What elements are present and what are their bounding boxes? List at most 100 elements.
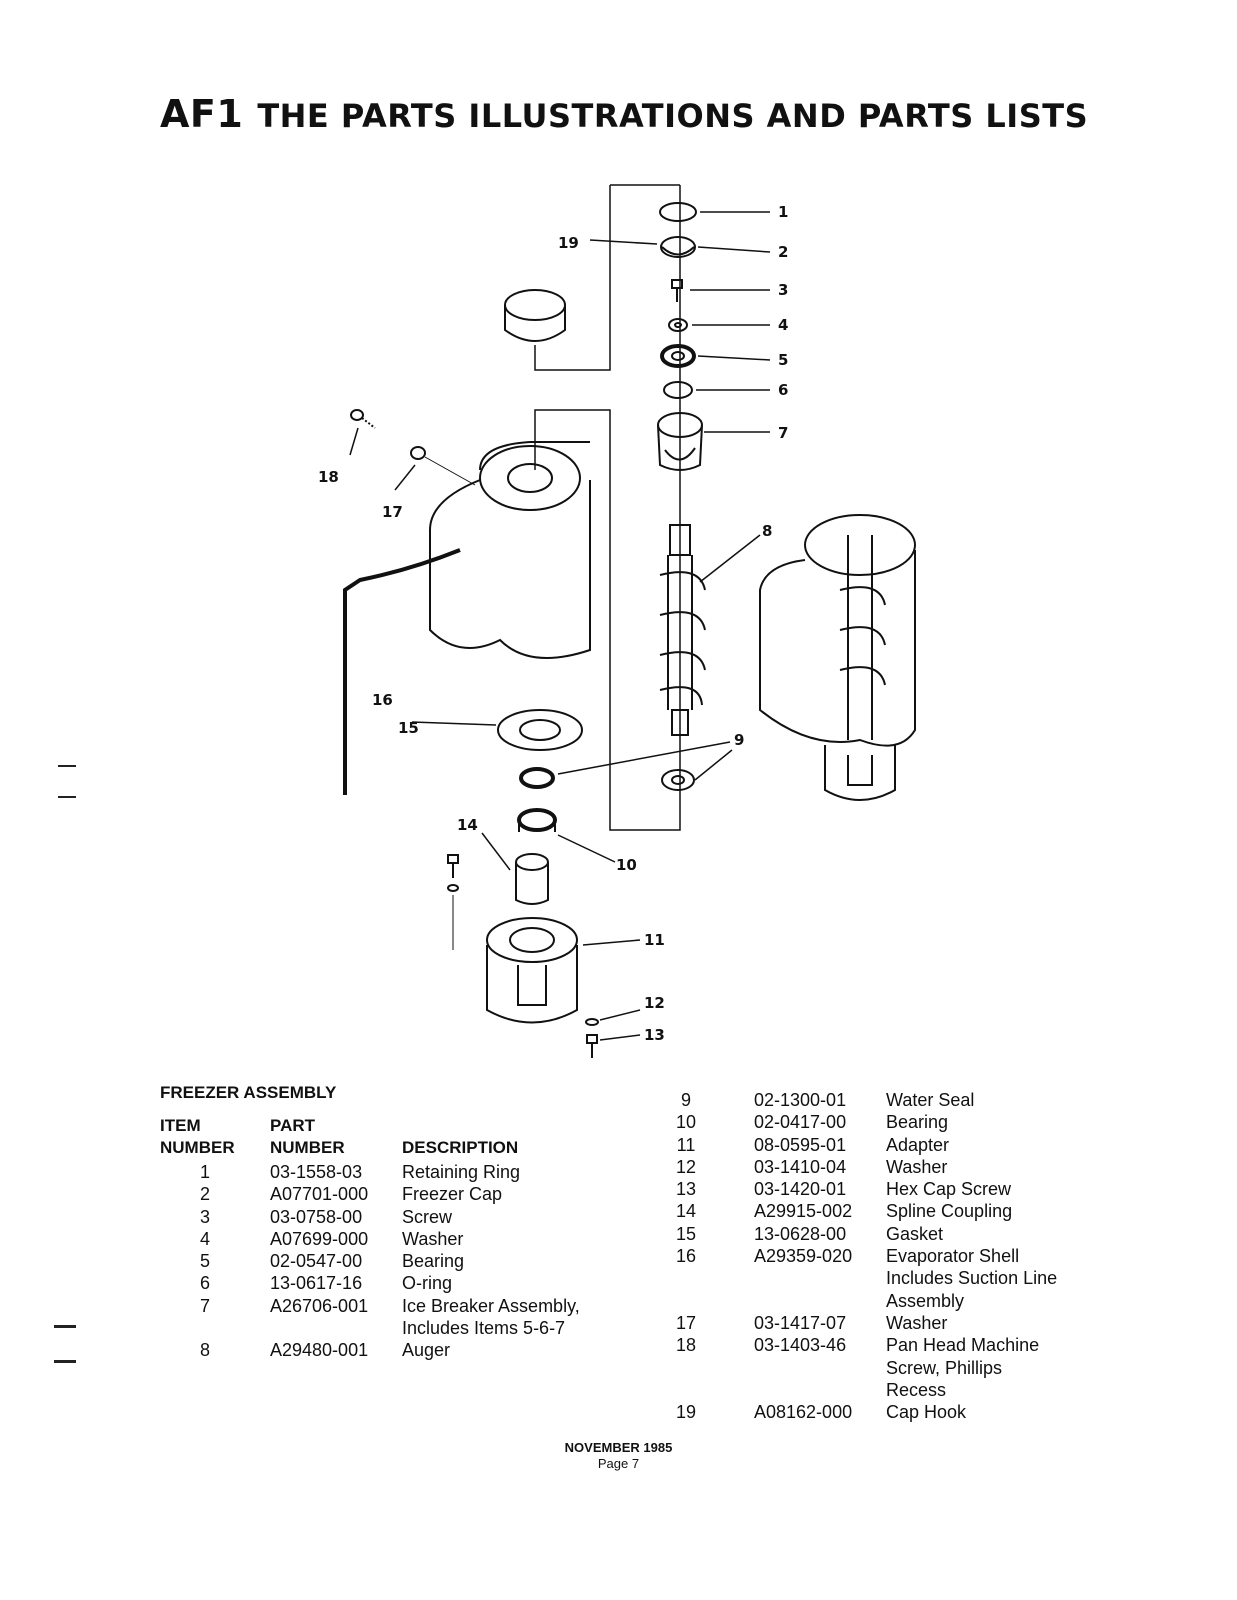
parts-list-left: FREEZER ASSEMBLY ITEM NUMBER PART NUMBER… — [160, 1083, 640, 1362]
part-number: A29480-001 — [270, 1340, 369, 1361]
edge-mark — [58, 765, 76, 767]
item-number: 2 — [199, 1184, 210, 1205]
leader-lines — [349, 211, 771, 1041]
callout-5: 5 — [778, 351, 788, 369]
callout-6: 6 — [778, 381, 788, 399]
item-number: 11 — [676, 1134, 696, 1155]
header-item-1: ITEM — [160, 1116, 201, 1135]
table-row: 10 02-0417-00 Bearing — [660, 1111, 1057, 1133]
callout-11: 11 — [644, 931, 665, 949]
screw-left-shape — [447, 854, 459, 950]
table-row: Includes Suction Line — [660, 1267, 1057, 1289]
item-number: 10 — [675, 1112, 697, 1133]
bearing-shape — [660, 344, 696, 368]
part-number: 13-0628-00 — [754, 1223, 847, 1244]
callout-10: 10 — [616, 856, 637, 874]
part-description: Cap Hook — [886, 1402, 967, 1423]
item-number: 8 — [199, 1340, 210, 1361]
adapter-shape — [486, 917, 578, 1024]
table-row: 6 13-0617-16 O-ring — [160, 1272, 580, 1294]
item-number: 13 — [675, 1179, 697, 1200]
item-number: 7 — [199, 1295, 210, 1316]
part-description: Water Seal — [886, 1090, 975, 1110]
edge-mark — [58, 796, 76, 798]
item-number: 1 — [199, 1162, 210, 1182]
table-row: Includes Items 5-6-7 — [160, 1317, 580, 1339]
freezer-cap-shape — [660, 236, 696, 258]
part-description: Evaporator Shell — [886, 1246, 1020, 1267]
footer-page: Page 7 — [597, 1456, 640, 1471]
part-description: Screw — [402, 1206, 453, 1227]
seal-shape — [519, 767, 555, 789]
part-number-empty — [712, 1267, 886, 1289]
part-number: 08-0595-01 — [754, 1134, 847, 1155]
item-number-empty — [160, 1317, 250, 1339]
spline-coupling-shape — [515, 853, 549, 905]
part-description: Washer — [886, 1156, 948, 1177]
part-number: 03-1420-01 — [754, 1179, 847, 1200]
part-number: 02-0417-00 — [754, 1112, 847, 1133]
part-description: Bearing — [886, 1112, 949, 1133]
table-row: Recess — [660, 1379, 1057, 1401]
ice-breaker-shape — [657, 412, 703, 471]
callout-16: 16 — [372, 691, 393, 709]
parts-illustration: 1 2 3 4 5 6 7 8 9 10 11 12 13 14 15 16 1… — [318, 184, 916, 1058]
washer-shape — [668, 318, 688, 332]
callout-15: 15 — [398, 719, 419, 737]
item-number-empty — [660, 1290, 712, 1312]
part-number: 02-0547-00 — [270, 1251, 363, 1272]
item-number: 6 — [199, 1273, 210, 1294]
part-number: 13-0617-16 — [270, 1273, 363, 1294]
part-description: Bearing — [402, 1251, 465, 1272]
assembled-unit-shape — [759, 514, 916, 801]
table-row: Screw, Phillips — [660, 1357, 1057, 1379]
part-description: Gasket — [886, 1223, 944, 1244]
footer-date: NOVEMBER 1985 — [564, 1440, 673, 1455]
part-description: O-ring — [402, 1273, 453, 1294]
title-code: AF1 — [160, 92, 244, 136]
part-description: Recess — [886, 1379, 947, 1400]
part-description: Screw, Phillips — [886, 1357, 1003, 1378]
part-description: Auger — [402, 1340, 451, 1361]
edge-mark — [54, 1325, 76, 1328]
part-number: A26706-001 — [270, 1295, 369, 1316]
callout-1: 1 — [778, 203, 788, 221]
item-number: 16 — [675, 1246, 697, 1267]
part-description: Includes Items 5-6-7 — [402, 1318, 566, 1339]
callout-17: 17 — [382, 503, 403, 521]
edge-mark — [54, 1360, 76, 1363]
callout-9: 9 — [734, 731, 744, 749]
part-number: 03-0758-00 — [270, 1206, 363, 1227]
screw-18-shape — [350, 409, 376, 429]
part-description: Hex Cap Screw — [886, 1179, 1012, 1200]
evaporator-shell-shape — [343, 441, 591, 795]
washer-17-shape — [410, 446, 476, 486]
page-footer: NOVEMBER 1985 Page 7 — [0, 1440, 1237, 1472]
freezer-cap-illustration — [504, 289, 566, 342]
item-number: 14 — [675, 1201, 697, 1222]
part-description: Pan Head Machine — [886, 1335, 1040, 1356]
hex-cap-screw-shape — [585, 1018, 599, 1058]
item-number-empty — [660, 1379, 712, 1401]
callout-labels: 1 2 3 4 5 6 7 8 9 10 11 12 13 14 15 16 1… — [318, 203, 788, 1044]
item-number: 9 — [680, 1090, 691, 1110]
item-number: 12 — [675, 1156, 697, 1177]
part-description: Washer — [886, 1312, 948, 1333]
part-number-empty — [250, 1317, 402, 1339]
item-number-empty — [660, 1357, 712, 1379]
part-number-empty — [712, 1290, 886, 1312]
part-number: 03-1403-46 — [754, 1335, 847, 1356]
retaining-ring-shape — [659, 202, 697, 222]
header-part-1: PART — [270, 1116, 316, 1135]
table-row: 13 03-1420-01 Hex Cap Screw — [660, 1178, 1057, 1200]
